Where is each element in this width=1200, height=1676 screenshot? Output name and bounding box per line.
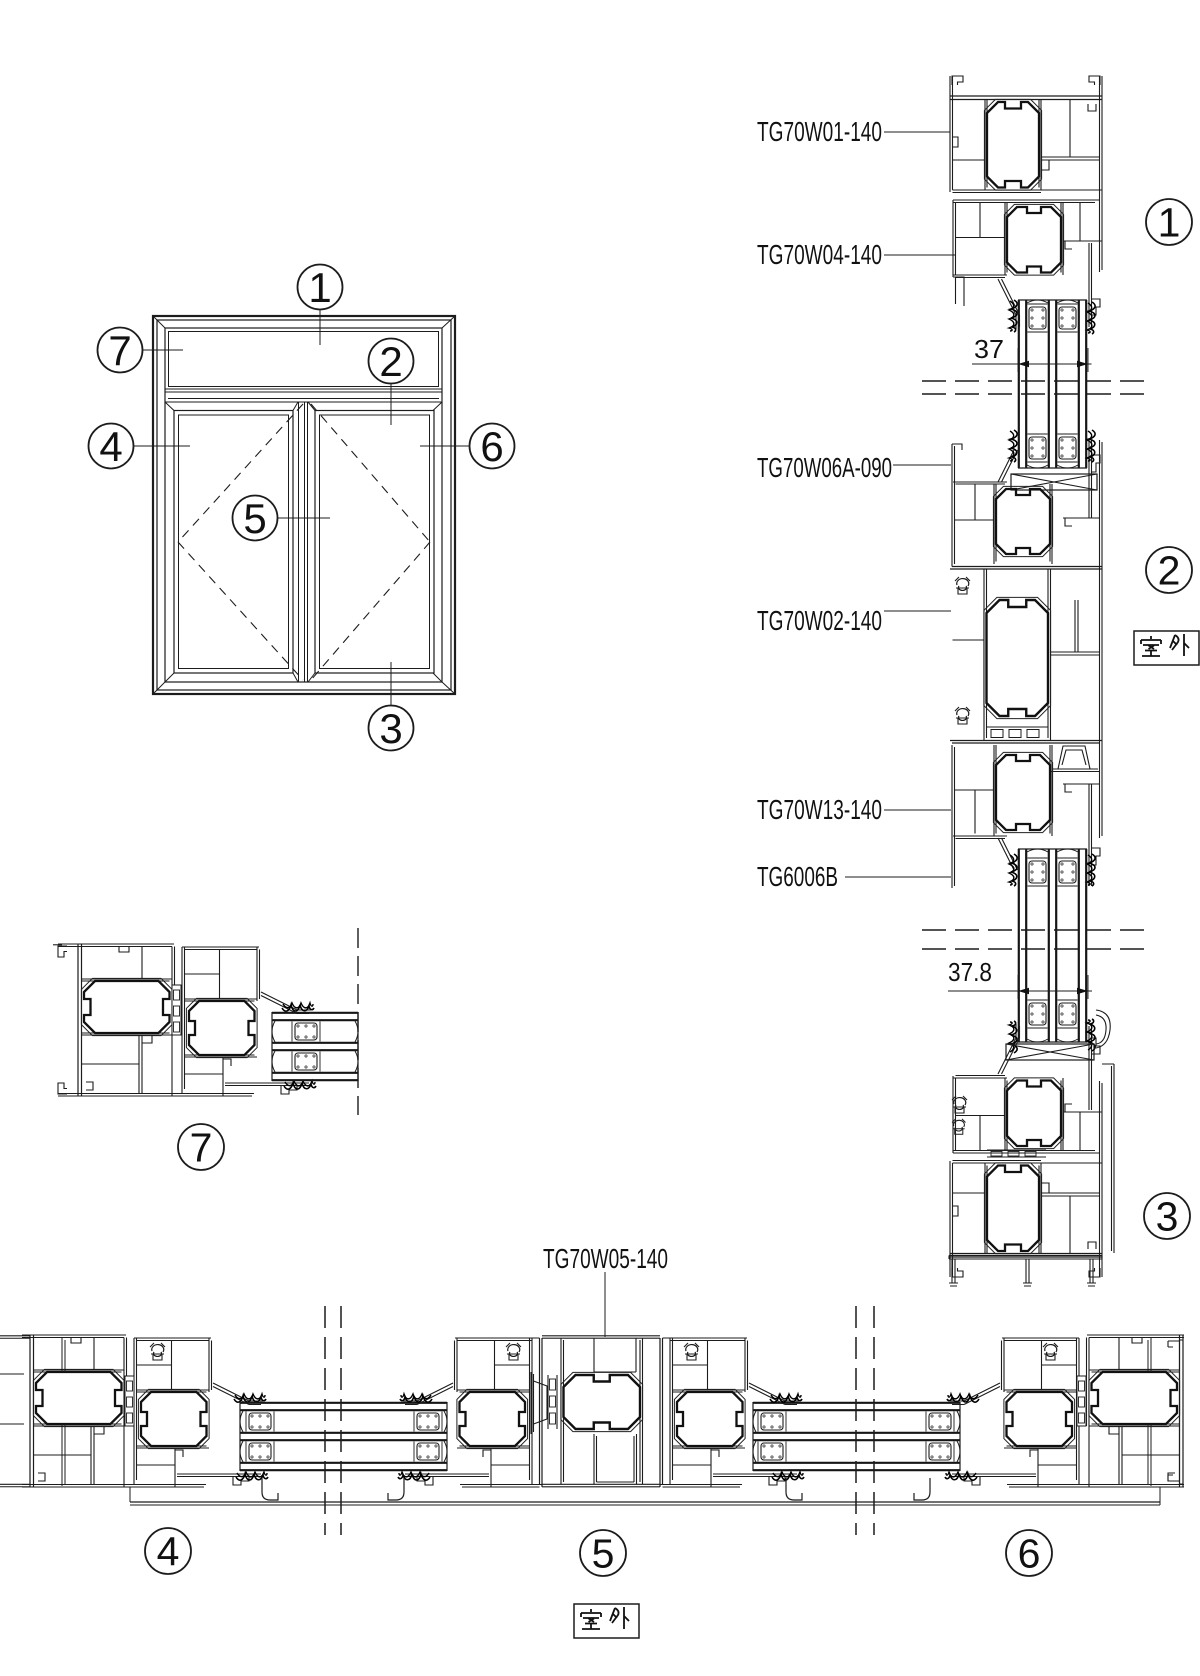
svg-text:1: 1 — [1158, 200, 1181, 246]
svg-text:TG70W13-140: TG70W13-140 — [757, 794, 882, 825]
svg-text:6: 6 — [1018, 1531, 1041, 1577]
svg-text:TG70W01-140: TG70W01-140 — [757, 116, 882, 147]
svg-text:2: 2 — [379, 338, 402, 385]
svg-text:TG70W05-140: TG70W05-140 — [543, 1243, 668, 1274]
svg-text:2: 2 — [1158, 548, 1181, 594]
svg-text:7: 7 — [190, 1125, 213, 1171]
svg-text:3: 3 — [379, 705, 402, 752]
svg-text:TG6006B: TG6006B — [757, 861, 838, 892]
svg-text:5: 5 — [243, 495, 266, 542]
svg-text:37.8: 37.8 — [948, 957, 992, 987]
svg-text:5: 5 — [592, 1531, 615, 1577]
svg-text:TG70W04-140: TG70W04-140 — [757, 239, 882, 270]
svg-text:1: 1 — [308, 264, 331, 311]
svg-text:37: 37 — [974, 334, 1004, 364]
svg-text:4: 4 — [157, 1529, 180, 1575]
svg-text:TG70W02-140: TG70W02-140 — [757, 605, 882, 636]
svg-text:TG70W06A-090: TG70W06A-090 — [757, 452, 892, 483]
svg-text:6: 6 — [480, 423, 503, 470]
svg-text:7: 7 — [108, 327, 131, 374]
svg-text:3: 3 — [1156, 1194, 1179, 1240]
svg-text:4: 4 — [99, 423, 122, 470]
